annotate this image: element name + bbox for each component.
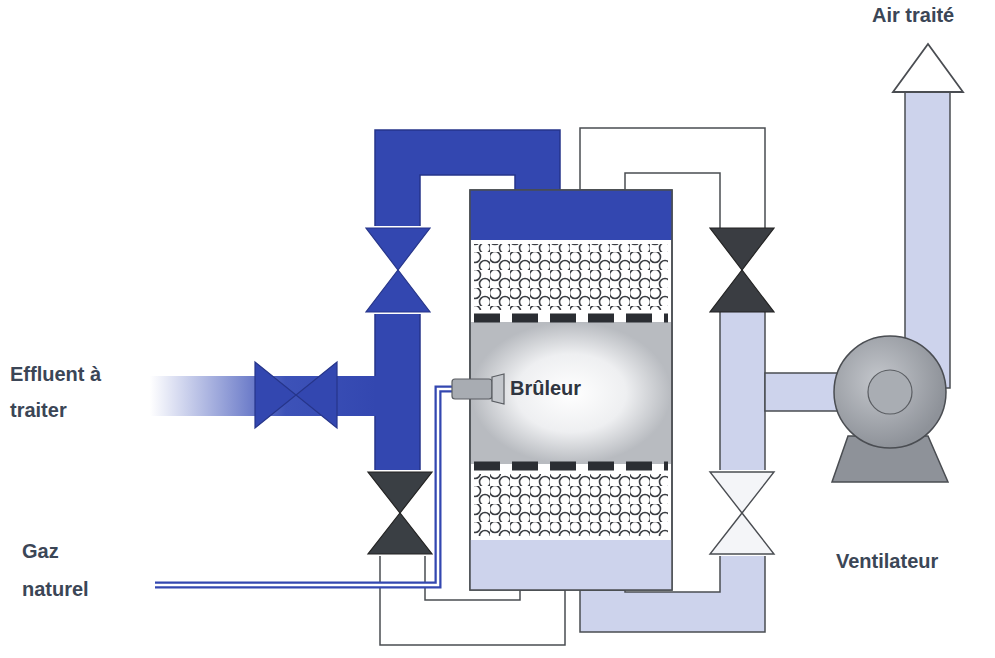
valve-right-upper [710, 228, 774, 312]
gas-line-core [155, 389, 456, 585]
outlet-arrow [893, 44, 963, 92]
valve-left-lower [368, 470, 432, 556]
burner-tip [492, 374, 504, 404]
caption-label: Ventilateur [836, 548, 986, 574]
valve-effluent [255, 362, 337, 428]
vessel-bottom-plenum [470, 540, 672, 590]
ceramic-media-lower [474, 474, 668, 536]
grate-upper [474, 314, 668, 323]
oxidizer-vessel: Brûleur [470, 190, 720, 590]
lightblue-pipe-right [720, 308, 765, 474]
caption-label: Air traité [872, 2, 992, 28]
gas-line [155, 389, 456, 585]
ceramic-media-upper [474, 244, 668, 310]
caption-label: Gaz naturel [22, 532, 114, 608]
fan-hub [868, 370, 912, 414]
valve-left-upper [366, 226, 430, 314]
burner-nozzle [452, 379, 492, 399]
fan-housing [834, 336, 946, 448]
valve-right-lower [710, 470, 774, 556]
grate-lower [474, 462, 668, 471]
vessel-top-plenum [470, 190, 672, 240]
caption-label: Effluent à traiter [10, 356, 102, 428]
burner-label: Brûleur [510, 376, 760, 400]
